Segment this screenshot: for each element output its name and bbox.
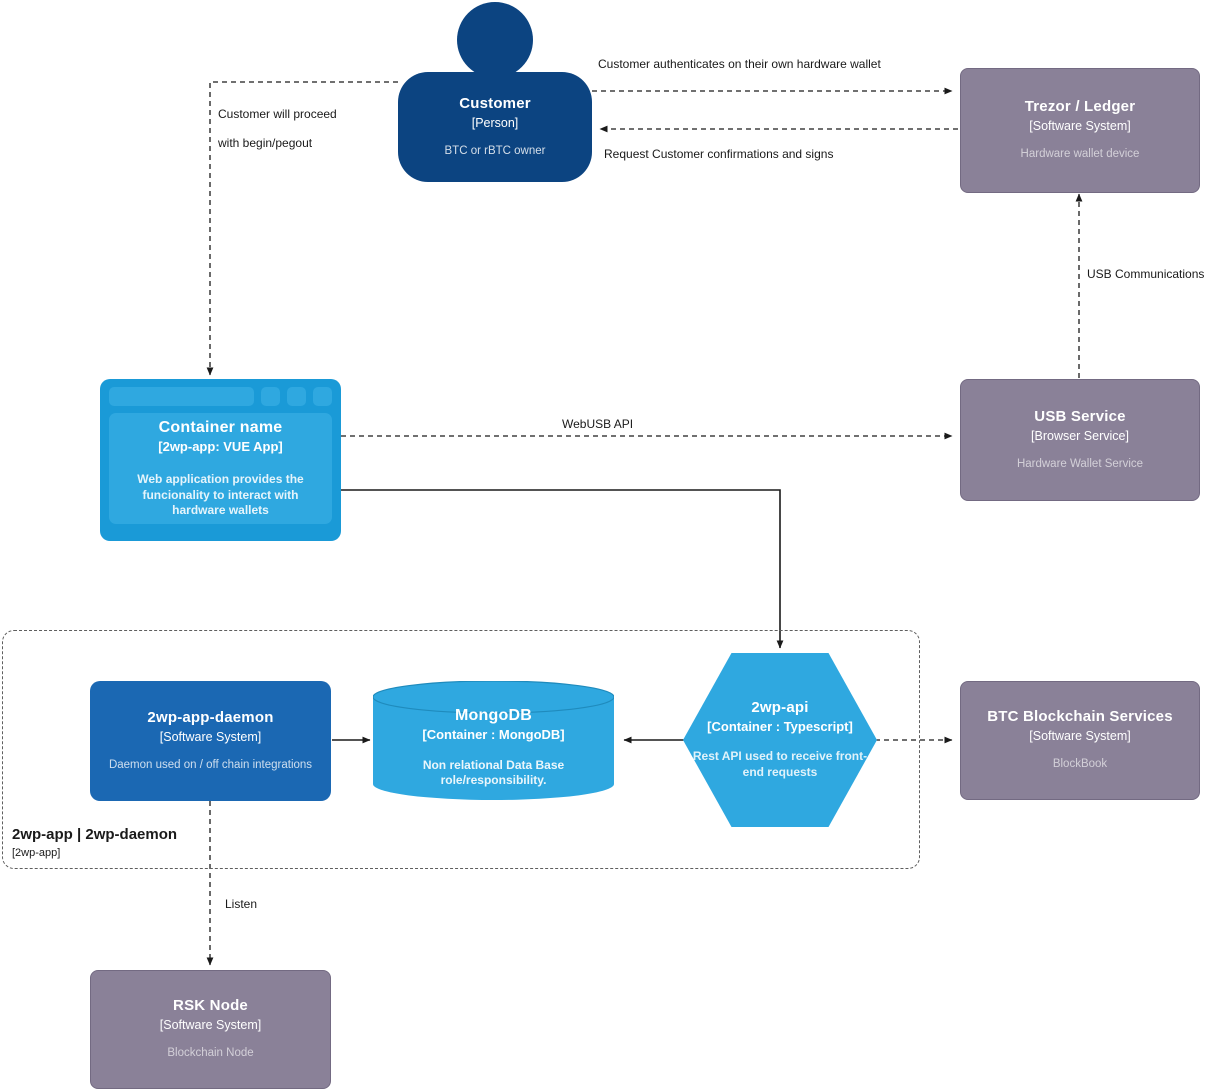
- node-description: Web application provides the funcionalit…: [137, 471, 304, 518]
- node-description: Non relational Data Base role/responsibi…: [422, 757, 565, 788]
- node-type: [Container : MongoDB]: [422, 726, 565, 742]
- browser-viewport: Container name [2wp-app: VUE App] Web ap…: [109, 413, 332, 524]
- boundary-label: 2wp-app | 2wp-daemon [2wp-app]: [12, 826, 302, 860]
- browser-title-bar: [109, 387, 332, 406]
- node-2wp-app-daemon[interactable]: 2wp-app-daemon [Software System] Daemon …: [90, 681, 331, 801]
- browser-url-bar[interactable]: [109, 387, 254, 406]
- cylinder-shape-icon: [373, 681, 614, 800]
- node-mongodb[interactable]: MongoDB [Container : MongoDB] Non relati…: [373, 681, 614, 800]
- node-type: [Software System]: [1029, 119, 1131, 134]
- api-labels: 2wp-api [Container : Typescript] Rest AP…: [683, 653, 877, 827]
- edge-container-app-to-api: [341, 489, 784, 649]
- node-title: MongoDB: [455, 706, 532, 724]
- node-title: Customer: [459, 94, 531, 112]
- boundary-type: [2wp-app]: [12, 847, 61, 859]
- node-type: [Browser Service]: [1031, 428, 1129, 443]
- node-container-name[interactable]: Container name [2wp-app: VUE App] Web ap…: [100, 379, 341, 541]
- boundary-name: 2wp-app | 2wp-daemon: [12, 826, 178, 843]
- node-rsk-node[interactable]: RSK Node [Software System] Blockchain No…: [90, 970, 331, 1089]
- hexagon-shape-icon: [683, 653, 877, 827]
- node-description: BlockBook: [1052, 758, 1108, 771]
- node-type: [Person]: [471, 115, 519, 130]
- node-description: Hardware wallet device: [1020, 148, 1140, 161]
- edge-customer-to-container-app: [206, 81, 398, 376]
- customer-body[interactable]: Customer [Person] BTC or rBTC owner: [398, 72, 592, 182]
- node-customer[interactable]: Customer [Person] BTC or rBTC owner: [398, 2, 592, 182]
- node-title: USB Service: [1034, 407, 1126, 425]
- edge-label-customer-to-app-line1: Customer will proceed: [218, 107, 337, 121]
- browser-button-two-icon[interactable]: [287, 387, 306, 406]
- node-title: BTC Blockchain Services: [987, 708, 1173, 726]
- node-title: RSK Node: [173, 997, 248, 1015]
- node-description: Daemon used on / off chain integrations: [108, 758, 313, 771]
- node-type: [Software System]: [159, 1018, 262, 1033]
- boundary-2wp-app: [2, 630, 920, 869]
- node-2wp-api[interactable]: 2wp-api [Container : Typescript] Rest AP…: [683, 653, 877, 827]
- node-title: 2wp-api: [751, 698, 809, 716]
- node-title: Container name: [158, 418, 283, 436]
- node-title: 2wp-app-daemon: [147, 708, 274, 726]
- edge-label-usb-communications: USB Communications: [1087, 267, 1205, 281]
- browser-button-one-icon[interactable]: [261, 387, 280, 406]
- edge-label-webusb-api: WebUSB API: [562, 417, 634, 431]
- mongodb-labels: MongoDB [Container : MongoDB] Non relati…: [373, 681, 614, 800]
- node-type: [Software System]: [159, 729, 262, 744]
- edge-label-customer-to-trezor: Customer authenticates on their own hard…: [598, 57, 881, 71]
- browser-button-three-icon[interactable]: [313, 387, 332, 406]
- edge-label-trezor-to-customer: Request Customer confirmations and signs: [604, 147, 834, 161]
- node-description: BTC or rBTC owner: [444, 144, 546, 157]
- node-title: Trezor / Ledger: [1024, 98, 1136, 116]
- person-head-icon: [457, 2, 533, 78]
- node-description: Hardware Wallet Service: [1016, 457, 1144, 470]
- node-trezor-ledger[interactable]: Trezor / Ledger [Software System] Hardwa…: [960, 68, 1200, 193]
- node-type: [2wp-app: VUE App]: [158, 438, 283, 454]
- edge-label-listen: Listen: [225, 897, 258, 911]
- node-type: [Software System]: [1029, 729, 1131, 744]
- edge-label-customer-to-app-line2: with begin/pegout: [218, 136, 313, 150]
- node-btc-blockchain-services[interactable]: BTC Blockchain Services [Software System…: [960, 681, 1200, 800]
- node-usb-service[interactable]: USB Service [Browser Service] Hardware W…: [960, 379, 1200, 501]
- node-type: [Container : Typescript]: [707, 718, 853, 734]
- node-description: Blockchain Node: [167, 1047, 254, 1060]
- node-description: Rest API used to receive front-end reque…: [692, 749, 868, 780]
